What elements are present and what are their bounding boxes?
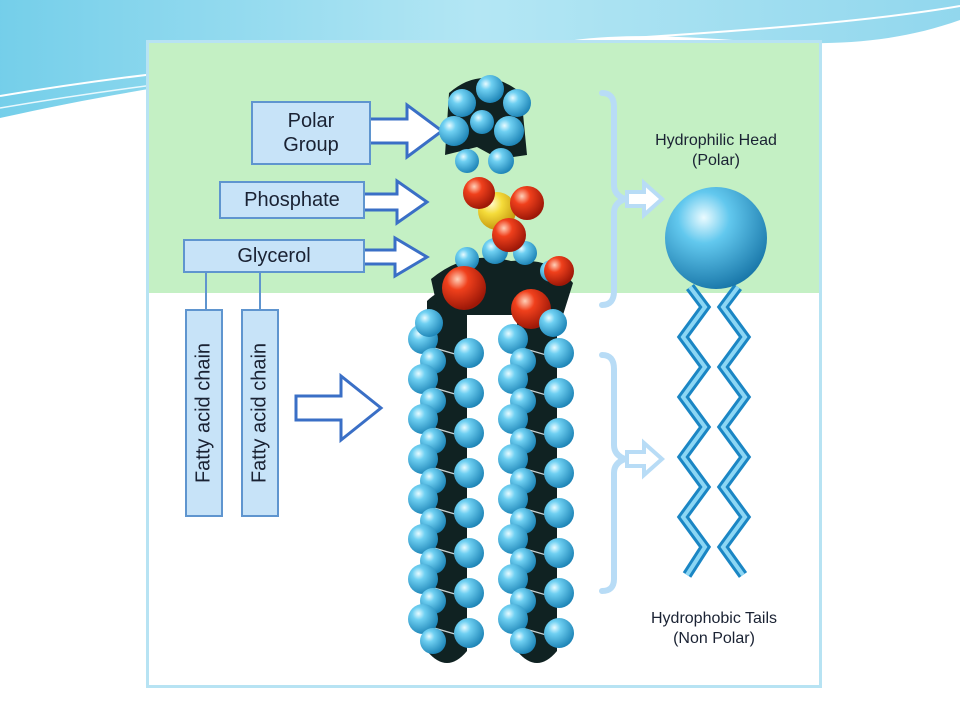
hydrogen-atom bbox=[408, 364, 438, 394]
hydrogen-atom bbox=[498, 604, 528, 634]
phosphate-label: Phosphate bbox=[219, 181, 365, 219]
hydrogen-atom bbox=[454, 498, 484, 528]
fatty-acid-arrow bbox=[294, 372, 384, 444]
hydrogen-atom bbox=[420, 628, 446, 654]
hydrogen-atom bbox=[544, 418, 574, 448]
polar-group-arrow bbox=[367, 102, 445, 160]
hydrophobic-brace bbox=[599, 352, 628, 594]
hydrogen-atom bbox=[498, 364, 528, 394]
hydrogen-atom bbox=[408, 484, 438, 514]
schematic-polar-head bbox=[665, 187, 767, 289]
oxygen-atom bbox=[442, 266, 486, 310]
hydrogen-atom bbox=[454, 378, 484, 408]
hydrogen-atom bbox=[408, 524, 438, 554]
glycerol-text: Glycerol bbox=[237, 245, 311, 267]
phosphate-text: Phosphate bbox=[244, 189, 340, 211]
hydrogen-atom bbox=[544, 578, 574, 608]
polar-group-label: Polar Group bbox=[251, 101, 371, 165]
hydrogen-atom bbox=[454, 338, 484, 368]
hydrogen-atom bbox=[544, 498, 574, 528]
hydrogen-atom bbox=[454, 418, 484, 448]
hydrogen-atom bbox=[544, 458, 574, 488]
hydrophobic-nonpolar-label: (Non Polar) bbox=[673, 630, 755, 647]
hydrogen-atom bbox=[498, 564, 528, 594]
hydrogen-atom bbox=[544, 618, 574, 648]
oxygen-atom bbox=[510, 186, 544, 220]
hydrogen-atom bbox=[454, 458, 484, 488]
hydrophobic-tails-label: Hydrophobic Tails bbox=[651, 610, 777, 627]
glycerol-arrow bbox=[361, 235, 430, 279]
hydrogen-atom bbox=[454, 578, 484, 608]
hydrogen-atom bbox=[544, 378, 574, 408]
hydrogen-atom bbox=[408, 444, 438, 474]
hydrogen-atom bbox=[408, 404, 438, 434]
phospholipid-diagram: Hydrophilic Head (Polar) Hydrophobic Tai… bbox=[205, 75, 777, 663]
hydrogen-atom bbox=[544, 338, 574, 368]
phosphate-arrow bbox=[361, 178, 430, 226]
hydrogen-atom bbox=[498, 484, 528, 514]
polar-group-line-1: Polar bbox=[287, 110, 335, 132]
polar-group-line-2: Group bbox=[283, 134, 339, 156]
hydrogen-atom bbox=[454, 618, 484, 648]
hydrophilic-head-label: Hydrophilic Head bbox=[655, 132, 777, 149]
fatty-acid-chain-text-2: Fatty acid chain bbox=[248, 342, 271, 484]
fatty-acid-chain-label-2: Fatty acid chain bbox=[241, 309, 279, 517]
hydrophilic-brace bbox=[599, 90, 628, 308]
hydrogen-atom bbox=[454, 538, 484, 568]
diagram-panel: Hydrophilic Head (Polar) Hydrophobic Tai… bbox=[146, 40, 822, 688]
hydrophobic-brace-arrow bbox=[625, 438, 666, 480]
fatty-acid-chain-text-1: Fatty acid chain bbox=[192, 342, 215, 484]
oxygen-atom bbox=[544, 256, 574, 286]
oxygen-atom bbox=[492, 218, 526, 252]
hydrogen-atom bbox=[408, 564, 438, 594]
hydrogen-atom bbox=[498, 524, 528, 554]
hydrogen-atom bbox=[498, 404, 528, 434]
fatty-acid-chain-label-1: Fatty acid chain bbox=[185, 309, 223, 517]
phospholipid-molecule-model bbox=[408, 75, 574, 663]
oxygen-atom bbox=[463, 177, 495, 209]
hydrogen-atom bbox=[498, 444, 528, 474]
hydrophilic-polar-label: (Polar) bbox=[692, 152, 740, 169]
hydrogen-atom bbox=[544, 538, 574, 568]
hydrogen-atom bbox=[408, 604, 438, 634]
hydrogen-atom bbox=[510, 628, 536, 654]
hydrogen-atom bbox=[498, 324, 528, 354]
glycerol-label: Glycerol bbox=[183, 239, 365, 273]
hydrophilic-brace-arrow bbox=[625, 178, 666, 220]
